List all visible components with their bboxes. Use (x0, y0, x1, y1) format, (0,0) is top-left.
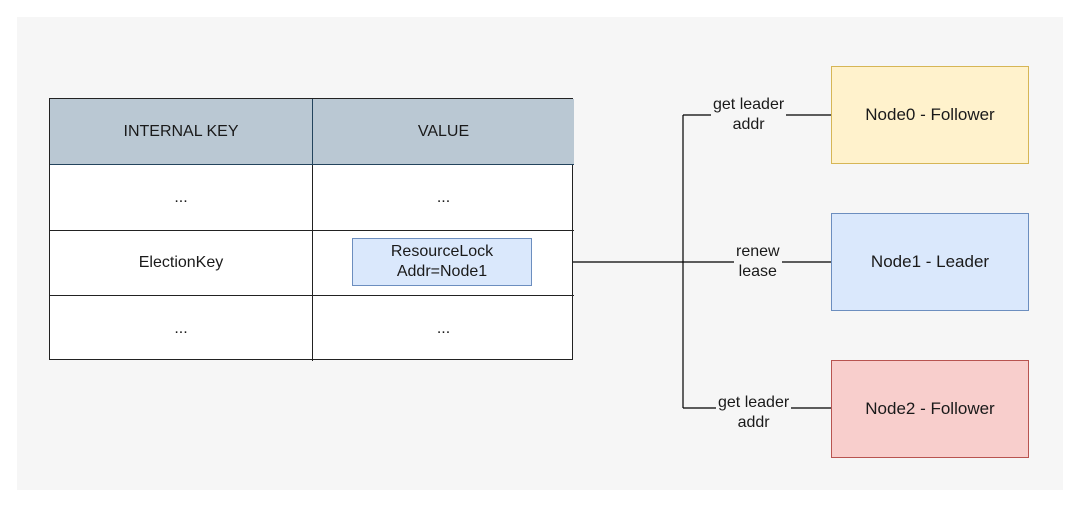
header-value: VALUE (313, 99, 574, 165)
row2-key: ElectionKey (50, 231, 313, 296)
resource-lock-title: ResourceLock (390, 243, 494, 260)
row1-key: ... (50, 165, 313, 231)
resource-lock-box: ResourceLock Addr=Node1 (352, 238, 532, 286)
resource-lock-addr: Addr=Node1 (396, 263, 488, 280)
kv-table: INTERNAL KEY VALUE ... ... ElectionKey .… (49, 98, 574, 361)
row2-value (313, 231, 574, 296)
edge-label-node1: renew lease (734, 242, 782, 282)
edge-label-node1-line1: renew (736, 243, 780, 260)
edge-label-node0-line1: get leader (713, 96, 785, 113)
edge-label-node0-line2: addr (732, 116, 765, 133)
row3-key: ... (50, 296, 313, 361)
edge-label-node2: get leader addr (716, 393, 792, 433)
node1-label: Node1 - Leader (870, 252, 990, 271)
edge-label-node2-line1: get leader (718, 394, 790, 411)
node2-label: Node2 - Follower (865, 399, 995, 418)
node2-box: Node2 - Follower (831, 360, 1029, 458)
node0-box: Node0 - Follower (831, 66, 1029, 164)
row1-value: ... (313, 165, 574, 231)
header-internal-key: INTERNAL KEY (50, 99, 313, 165)
node0-label: Node0 - Follower (865, 105, 995, 124)
edge-label-node1-line2: lease (738, 263, 777, 280)
row3-value: ... (436, 319, 451, 337)
node1-box: Node1 - Leader (831, 213, 1029, 311)
edge-label-node0: get leader addr (711, 95, 787, 135)
edge-label-node2-line2: addr (737, 414, 770, 431)
